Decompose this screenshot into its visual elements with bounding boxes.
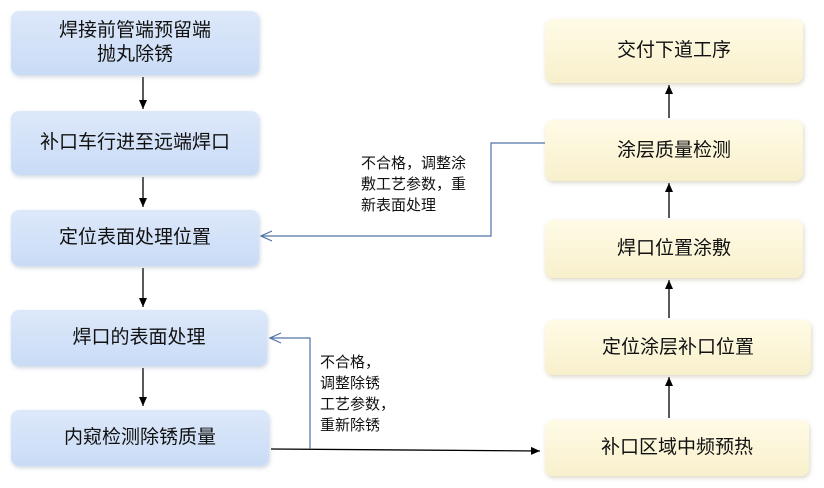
step-coating-quality-check: 涂层质量检测 <box>545 120 803 181</box>
step-preweld-shot-blast: 焊接前管端预留端抛丸除锈 <box>11 11 259 75</box>
note-coating-fail: 不合格，调整涂 敷工艺参数，重 新表面处理 <box>361 154 467 214</box>
step-locate-coating-position: 定位涂层补口位置 <box>545 320 811 375</box>
feedback-rust-fail-line <box>270 338 311 449</box>
step-endoscope-inspection: 内窥检测除锈质量 <box>11 410 269 466</box>
step-weld-surface-treatment: 焊口的表面处理 <box>11 310 267 366</box>
note-rust-fail: 不合格， 调整除锈 工艺参数， 重新除锈 <box>320 353 396 434</box>
step-locate-surface-treatment: 定位表面处理位置 <box>11 210 259 266</box>
step-cart-to-far-weld: 补口车行进至远端焊口 <box>11 111 259 175</box>
step-weld-coating: 焊口位置涂敷 <box>545 220 803 278</box>
feedback-coating-fail-line <box>261 142 545 236</box>
step-if-preheat: 补口区域中频预热 <box>545 420 809 476</box>
arrow-left5-to-right5 <box>270 446 541 455</box>
step-deliver-next-process: 交付下道工序 <box>545 19 803 83</box>
